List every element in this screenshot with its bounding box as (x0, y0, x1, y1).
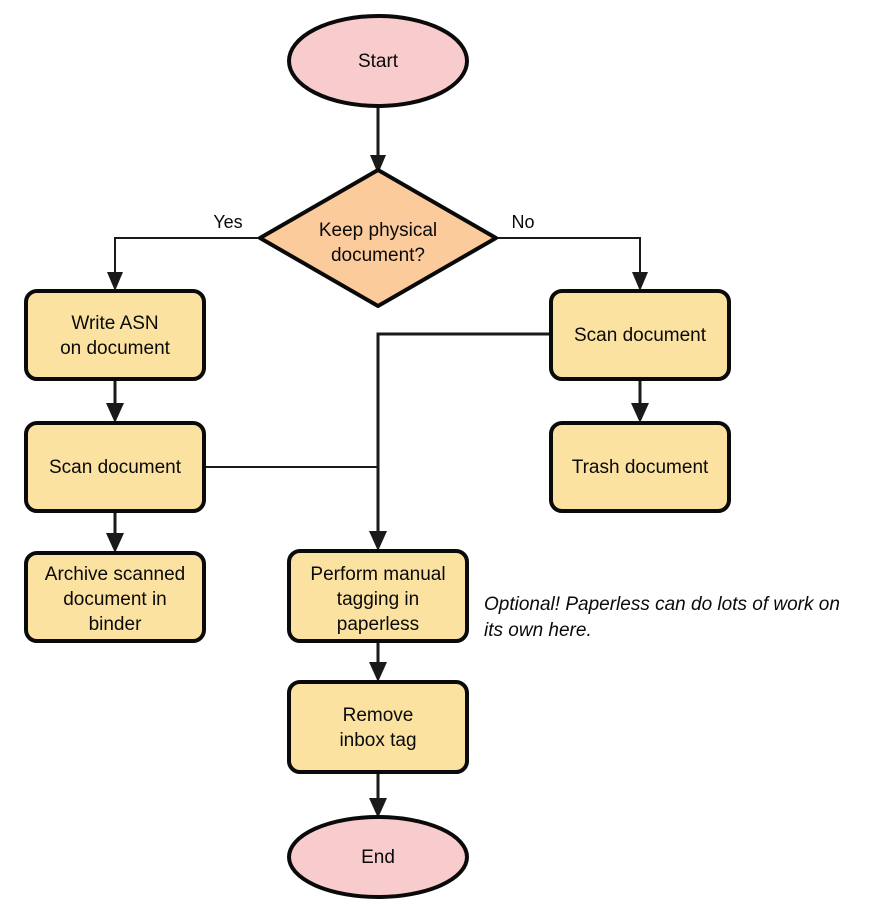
edge-remove-inbox-to-end (369, 772, 387, 818)
scan-document-left-label: Scan document (49, 457, 182, 478)
connector-layer (106, 106, 649, 818)
node-keep-physical-document[interactable]: Keep physical document? (258, 168, 498, 308)
archive-binder-label-line3: binder (89, 614, 142, 635)
start-ellipse[interactable] (287, 14, 469, 108)
decision-label-line2: document? (331, 245, 425, 266)
remove-inbox-tag-label-line2: inbox tag (339, 730, 416, 751)
write-asn-label-line2: on document (60, 338, 171, 359)
node-start[interactable]: Start (287, 14, 469, 108)
scan-document-left-box[interactable] (24, 421, 206, 513)
scan-document-right-box[interactable] (549, 289, 731, 381)
end-ellipse[interactable] (287, 815, 469, 899)
edge-scan-right-to-manual-tagging (369, 332, 551, 551)
archive-binder-label-line1: Archive scanned (45, 564, 185, 585)
scan-document-right-label: Scan document (574, 325, 707, 346)
write-asn-label-line1: Write ASN (71, 313, 158, 334)
write-asn-box[interactable] (24, 289, 206, 381)
edge-scan-right-to-trash (631, 379, 649, 423)
trash-document-box[interactable] (549, 421, 731, 513)
remove-inbox-tag-label-line1: Remove (343, 705, 414, 726)
end-label: End (361, 847, 395, 868)
edge-label-yes: Yes (213, 212, 242, 232)
edge-write-asn-to-scan-left (106, 379, 124, 423)
decision-label-line1: Keep physical (319, 220, 437, 241)
node-trash-document[interactable]: Trash document (549, 421, 731, 513)
edge-label-no: No (511, 212, 534, 232)
edge-manual-tagging-to-remove-inbox (369, 641, 387, 682)
manual-tagging-box[interactable] (287, 549, 469, 643)
node-archive-binder[interactable]: Archive scanned document in binder (24, 551, 206, 643)
annotation-optional-note: Optional! Paperless can do lots of work … (484, 594, 840, 641)
node-write-asn[interactable]: Write ASN on document (24, 289, 206, 381)
manual-tagging-label-line1: Perform manual (310, 564, 445, 585)
edge-start-to-decision (370, 106, 386, 174)
edge-decision-no-to-scan-right (496, 237, 648, 291)
manual-tagging-label-line3: paperless (337, 614, 419, 635)
optional-note-line1: Optional! Paperless can do lots of work … (484, 594, 840, 615)
edge-scan-left-to-archive (106, 511, 124, 553)
node-scan-document-left[interactable]: Scan document (24, 421, 206, 513)
archive-binder-label-line2: document in (63, 589, 167, 610)
edge-decision-yes-to-write-asn (107, 237, 260, 291)
node-scan-document-right[interactable]: Scan document (549, 289, 731, 381)
node-manual-tagging[interactable]: Perform manual tagging in paperless (287, 549, 469, 643)
trash-document-label: Trash document (572, 457, 709, 478)
optional-note-line2: its own here. (484, 620, 592, 641)
decision-diamond[interactable] (258, 168, 498, 308)
node-remove-inbox-tag[interactable]: Remove inbox tag (287, 680, 469, 774)
archive-binder-box[interactable] (24, 551, 206, 643)
start-label: Start (358, 51, 399, 72)
remove-inbox-tag-box[interactable] (287, 680, 469, 774)
manual-tagging-label-line2: tagging in (337, 589, 419, 610)
node-end[interactable]: End (287, 815, 469, 899)
